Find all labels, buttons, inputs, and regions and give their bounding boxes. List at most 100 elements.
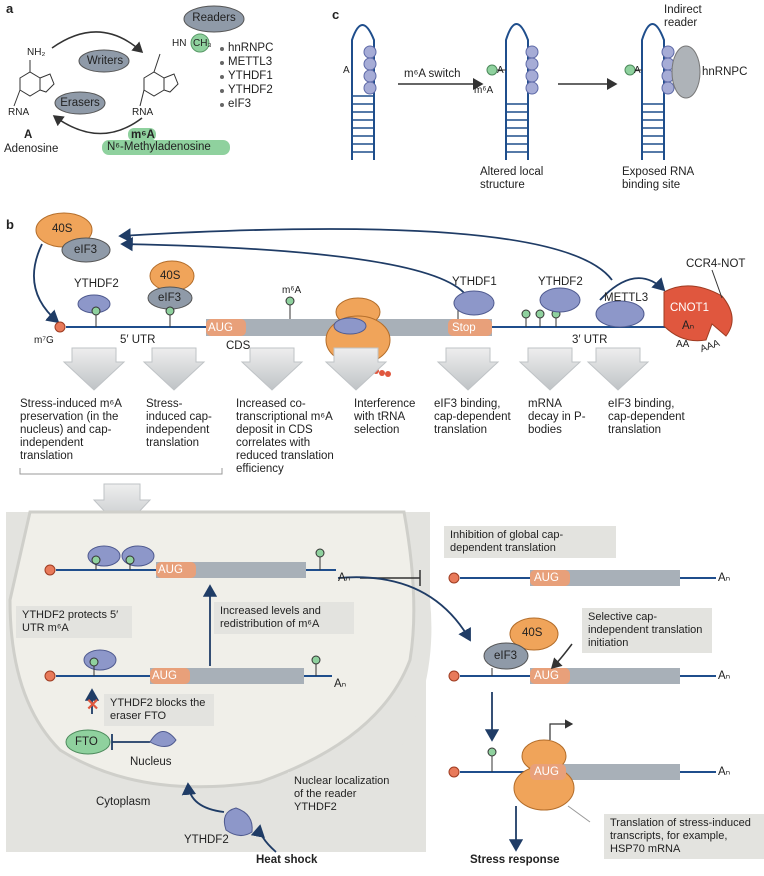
hnrnpc-label: hnRNPC: [702, 66, 748, 78]
altered-label: Altered local structure: [480, 166, 544, 191]
nh2-label: NH₂: [27, 47, 46, 58]
m6a-symbol-bg: [128, 128, 156, 141]
heat-shock-label: Heat shock: [256, 854, 318, 866]
b-ythdf2-right: YTHDF2: [538, 276, 583, 288]
increased-levels-callout: Increased levels and redistribution of m…: [214, 602, 354, 634]
readers-label: Readers: [192, 12, 236, 24]
selective-callout: Selective cap-independent translation in…: [582, 608, 712, 653]
b-cds: CDS: [226, 340, 251, 352]
b-eif3-top: eIF3: [74, 244, 98, 256]
methyl-highlight: [190, 33, 210, 53]
readers-ellipse: [183, 5, 245, 33]
m6a-name-bg: [102, 140, 230, 155]
indirect-reader-label: Indirect reader: [664, 4, 702, 29]
blocks-fto-callout: YTHDF2 blocks the eraser FTO: [104, 694, 214, 726]
reader-eif3: eIF3: [228, 98, 252, 110]
c-m6a: m⁶A: [474, 85, 494, 96]
outcome-7: eIF3 binding, cap-dependent translation: [608, 398, 685, 436]
inhibition-callout: Inhibition of global cap-dependent trans…: [444, 526, 616, 558]
nucleus-label: Nucleus: [130, 756, 172, 768]
s-eif3: eIF3: [494, 650, 518, 662]
b-40s-mid: 40S: [160, 270, 181, 282]
adenosine-name: Adenosine: [4, 143, 59, 155]
panel-b-graphics: [19, 212, 733, 531]
b-aug: AUG: [208, 322, 233, 334]
hairpin-3: [641, 23, 665, 160]
s-an-2: Aₙ: [334, 678, 347, 690]
s-an-4: Aₙ: [718, 670, 731, 682]
panel-c-graphics: [351, 23, 665, 160]
outcome-2: Stress-induced cap-independent translati…: [146, 398, 212, 449]
s-ythdf2: YTHDF2: [184, 834, 229, 846]
b-stop: Stop: [452, 322, 476, 334]
b-40s-top: 40S: [52, 223, 73, 235]
writers-arrow: [51, 31, 144, 54]
adenosine-symbol: A: [24, 129, 33, 141]
outcome-4: Interference with tRNA selection: [354, 398, 416, 436]
svg-text:✕: ✕: [86, 697, 99, 714]
s-an-1: Aₙ: [338, 572, 351, 584]
rna-label-m6a: RNA: [132, 107, 154, 118]
adenosine-structure: [13, 60, 55, 107]
b-m7g: m⁷G: [34, 335, 54, 346]
reader-ythdf1: YTHDF1: [228, 70, 273, 82]
b-an: Aₙ: [682, 320, 695, 332]
panel-c-label: c: [332, 7, 340, 22]
panel-b-label: b: [6, 217, 14, 232]
b-ythdf1: YTHDF1: [452, 276, 497, 288]
s-aug-3: AUG: [534, 572, 559, 584]
s-aug-1: AUG: [158, 564, 183, 576]
c-a-1: A: [343, 65, 350, 76]
b-utr5: 5′ UTR: [120, 334, 156, 346]
ythdf2-protects-callout: YTHDF2 protects 5′ UTR m⁶A: [16, 606, 132, 638]
outcome-6: mRNA decay in P-bodies: [528, 398, 586, 436]
m6a-name: N⁶-Methyladenosine: [107, 141, 211, 153]
hairpin-2: [505, 23, 529, 160]
translation-stress-callout: Translation of stress-induced transcript…: [604, 814, 764, 859]
reader-bullets: [220, 47, 224, 107]
rna-label-a: RNA: [8, 107, 30, 118]
m6a-symbol: m⁶A: [131, 129, 155, 141]
outcome-3: Increased co-transcriptional m⁶A deposit…: [236, 398, 334, 475]
erasers-label: Erasers: [60, 97, 100, 109]
b-eif3-mid: eIF3: [158, 292, 182, 304]
b-m6a: m⁶A: [282, 285, 302, 296]
s-40s: 40S: [522, 627, 543, 639]
s-an-5: Aₙ: [718, 766, 731, 778]
hairpin-1: [351, 24, 375, 160]
b-aa: AA: [676, 339, 690, 350]
ch3-label: CH₃: [193, 38, 212, 49]
b-cnot1: CNOT1: [670, 302, 709, 314]
hn-label: HN: [172, 38, 187, 49]
s-aug-4: AUG: [534, 670, 559, 682]
outcome-5: eIF3 binding, cap-dependent translation: [434, 398, 511, 436]
switch-label: m⁶A switch: [404, 68, 461, 80]
panel-a-label: a: [6, 1, 14, 16]
b-ythdf2-left: YTHDF2: [74, 278, 119, 290]
outcome-1: Stress-induced m⁶A preservation (in the …: [20, 398, 122, 462]
panel-c-details: [363, 45, 701, 99]
s-aug-5: AUG: [534, 766, 559, 778]
writers-ellipse: [78, 49, 130, 73]
panel-a-graphics: [13, 5, 245, 155]
writers-label: Writers: [86, 55, 124, 67]
c-a-2: A: [497, 65, 504, 76]
reader-hnrnpc: hnRNPC: [228, 42, 274, 54]
erasers-arrow: [52, 115, 143, 135]
exposed-label: Exposed RNA binding site: [622, 166, 694, 191]
b-utr3: 3′ UTR: [572, 334, 608, 346]
reader-mettl3: METTL3: [228, 56, 273, 68]
fto-label: FTO: [75, 736, 98, 748]
s-an-3: Aₙ: [718, 572, 731, 584]
m6a-structure: [139, 53, 179, 107]
stress-response-label: Stress response: [470, 854, 560, 866]
hnrnpc-shape: [671, 45, 701, 99]
b-ccr4: CCR4-NOT: [686, 258, 746, 270]
nuclear-localization-callout: Nuclear localization of the reader YTHDF…: [288, 772, 400, 817]
b-mettl3: METTL3: [604, 292, 649, 304]
s-aug-2: AUG: [152, 670, 177, 682]
cytoplasm-label: Cytoplasm: [96, 796, 151, 808]
erasers-ellipse: [54, 91, 106, 115]
reader-ythdf2: YTHDF2: [228, 84, 273, 96]
c-a-3: A: [634, 65, 641, 76]
